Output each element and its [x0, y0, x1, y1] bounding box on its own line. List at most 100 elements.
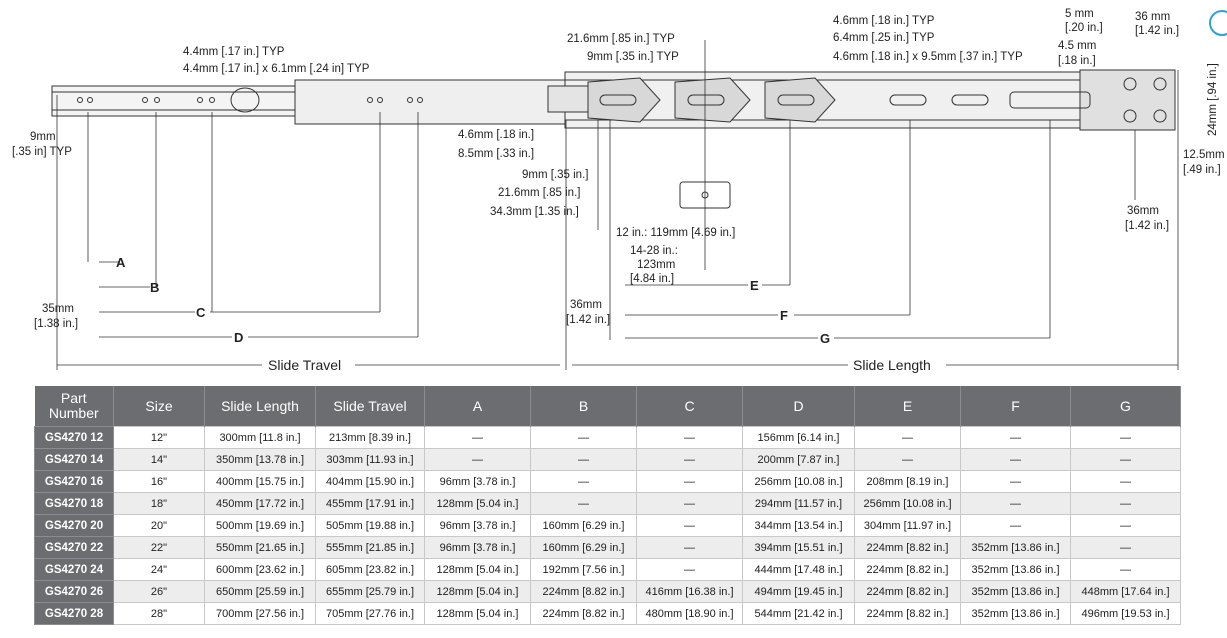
- table-cell: —: [424, 426, 531, 449]
- table-cell: 600mm [23.62 in.]: [204, 558, 316, 581]
- table-cell: 224mm [8.82 in.]: [854, 536, 961, 559]
- table-cell: —: [530, 448, 637, 471]
- table-cell: 224mm [8.82 in.]: [854, 558, 961, 581]
- dim-center-0: 4.6mm [.18 in.]: [458, 129, 534, 141]
- dim-center-4: 34.3mm [1.35 in.]: [490, 206, 579, 218]
- dim-center-2: 9mm [.35 in.]: [522, 169, 588, 181]
- table-cell: 416mm [16.38 in.]: [636, 580, 743, 603]
- letter-labels: A B C D E F G: [116, 255, 830, 346]
- table-cell: —: [854, 448, 961, 471]
- dim-right-0: 24mm [.94 in.]: [1207, 63, 1219, 136]
- table-cell: 352mm [13.86 in.]: [960, 602, 1071, 625]
- table-cell: 256mm [10.08 in.]: [742, 470, 855, 493]
- table-cell: 213mm [8.39 in.]: [315, 426, 425, 449]
- table-cell: 400mm [15.75 in.]: [204, 470, 316, 493]
- dim-top-7: 5 mm: [1065, 8, 1094, 20]
- part-number-cell: GS4270 26: [34, 580, 114, 603]
- table-cell: —: [530, 470, 637, 493]
- mounting-holes: [77, 94, 989, 106]
- label-d: D: [234, 330, 243, 345]
- part-number-cell: GS4270 28: [34, 602, 114, 625]
- table-cell: —: [424, 448, 531, 471]
- table-cell: 160mm [6.29 in.]: [530, 536, 637, 559]
- slide-length-label: Slide Length: [853, 357, 931, 373]
- table-cell: 128mm [5.04 in.]: [424, 492, 531, 515]
- column-header: Slide Length: [204, 386, 316, 427]
- table-cell: —: [960, 492, 1071, 515]
- dim-center-5: 12 in.: 119mm [4.69 in.]: [616, 227, 735, 239]
- table-cell: 655mm [25.79 in.]: [315, 580, 425, 603]
- dim-left-3: [1.38 in.]: [34, 318, 78, 330]
- table-cell: —: [636, 492, 743, 515]
- dim-center-10: [1.42 in.]: [566, 314, 610, 326]
- label-g: G: [820, 331, 830, 346]
- table-cell: 444mm [17.48 in.]: [742, 558, 855, 581]
- table-cell: 555mm [21.85 in.]: [315, 536, 425, 559]
- table-cell: 344mm [13.54 in.]: [742, 514, 855, 537]
- dim-left-1: [.35 in] TYP: [12, 146, 72, 158]
- dim-top-0: 4.4mm [.17 in.] TYP: [183, 46, 285, 58]
- dim-center-3: 21.6mm [.85 in.]: [498, 187, 580, 199]
- table-cell: 705mm [27.76 in.]: [315, 602, 425, 625]
- table-cell: 208mm [8.19 in.]: [854, 470, 961, 493]
- table-cell: 192mm [7.56 in.]: [530, 558, 637, 581]
- table-cell: 352mm [13.86 in.]: [960, 580, 1071, 603]
- table-cell: 650mm [25.59 in.]: [204, 580, 316, 603]
- label-f: F: [780, 308, 788, 323]
- dim-left-2: 35mm: [42, 303, 74, 315]
- table-cell: 200mm [7.87 in.]: [742, 448, 855, 471]
- table-cell: —: [1070, 492, 1181, 515]
- dim-right-2: [.49 in.]: [1183, 164, 1221, 176]
- table-cell: 12": [113, 426, 205, 449]
- table-cell: 224mm [8.82 in.]: [530, 580, 637, 603]
- table-cell: —: [960, 470, 1071, 493]
- dim-center-6: 14-28 in.:: [630, 245, 678, 257]
- table-cell: 20": [113, 514, 205, 537]
- table-cell: 352mm [13.86 in.]: [960, 536, 1071, 559]
- table-cell: 28": [113, 602, 205, 625]
- table-cell: —: [1070, 470, 1181, 493]
- table-cell: 128mm [5.04 in.]: [424, 580, 531, 603]
- table-cell: 352mm [13.86 in.]: [960, 558, 1071, 581]
- table-cell: —: [636, 470, 743, 493]
- table-cell: 224mm [8.82 in.]: [854, 580, 961, 603]
- table-cell: 303mm [11.93 in.]: [315, 448, 425, 471]
- table-cell: 224mm [8.82 in.]: [854, 602, 961, 625]
- table-cell: —: [960, 448, 1071, 471]
- slide-travel-label: Slide Travel: [268, 357, 341, 373]
- table-cell: 22": [113, 536, 205, 559]
- table-cell: 18": [113, 492, 205, 515]
- table-cell: 505mm [19.88 in.]: [315, 514, 425, 537]
- table-cell: 450mm [17.72 in.]: [204, 492, 316, 515]
- table-cell: —: [636, 448, 743, 471]
- dim-top-10: [1.42 in.]: [1135, 25, 1179, 37]
- table-cell: 394mm [15.51 in.]: [742, 536, 855, 559]
- table-cell: —: [636, 536, 743, 559]
- table-cell: 294mm [11.57 in.]: [742, 492, 855, 515]
- corner-badge-icon: [1209, 10, 1227, 36]
- column-header: B: [530, 386, 637, 427]
- table-cell: 300mm [11.8 in.]: [204, 426, 316, 449]
- dimension-lines: [56, 40, 1179, 370]
- dim-top-3: 9mm [.35 in.] TYP: [587, 51, 679, 63]
- table-cell: —: [636, 558, 743, 581]
- end-view-detail: [679, 181, 731, 209]
- table-cell: —: [636, 514, 743, 537]
- table-cell: 455mm [17.91 in.]: [315, 492, 425, 515]
- table-cell: 224mm [8.82 in.]: [530, 602, 637, 625]
- table-cell: 96mm [3.78 in.]: [424, 470, 531, 493]
- table-cell: 160mm [6.29 in.]: [530, 514, 637, 537]
- dim-right-4: [1.42 in.]: [1125, 220, 1169, 232]
- table-cell: 156mm [6.14 in.]: [742, 426, 855, 449]
- table-cell: 350mm [13.78 in.]: [204, 448, 316, 471]
- dim-top-9: 36 mm: [1135, 11, 1170, 23]
- table-cell: 256mm [10.08 in.]: [854, 492, 961, 515]
- slide-technical-drawing: 4.4mm [.17 in.] TYP 4.4mm [.17 in.] x 6.…: [12, 8, 1225, 373]
- dim-top-1: 4.4mm [.17 in.] x 6.1mm [.24 in] TYP: [183, 63, 370, 75]
